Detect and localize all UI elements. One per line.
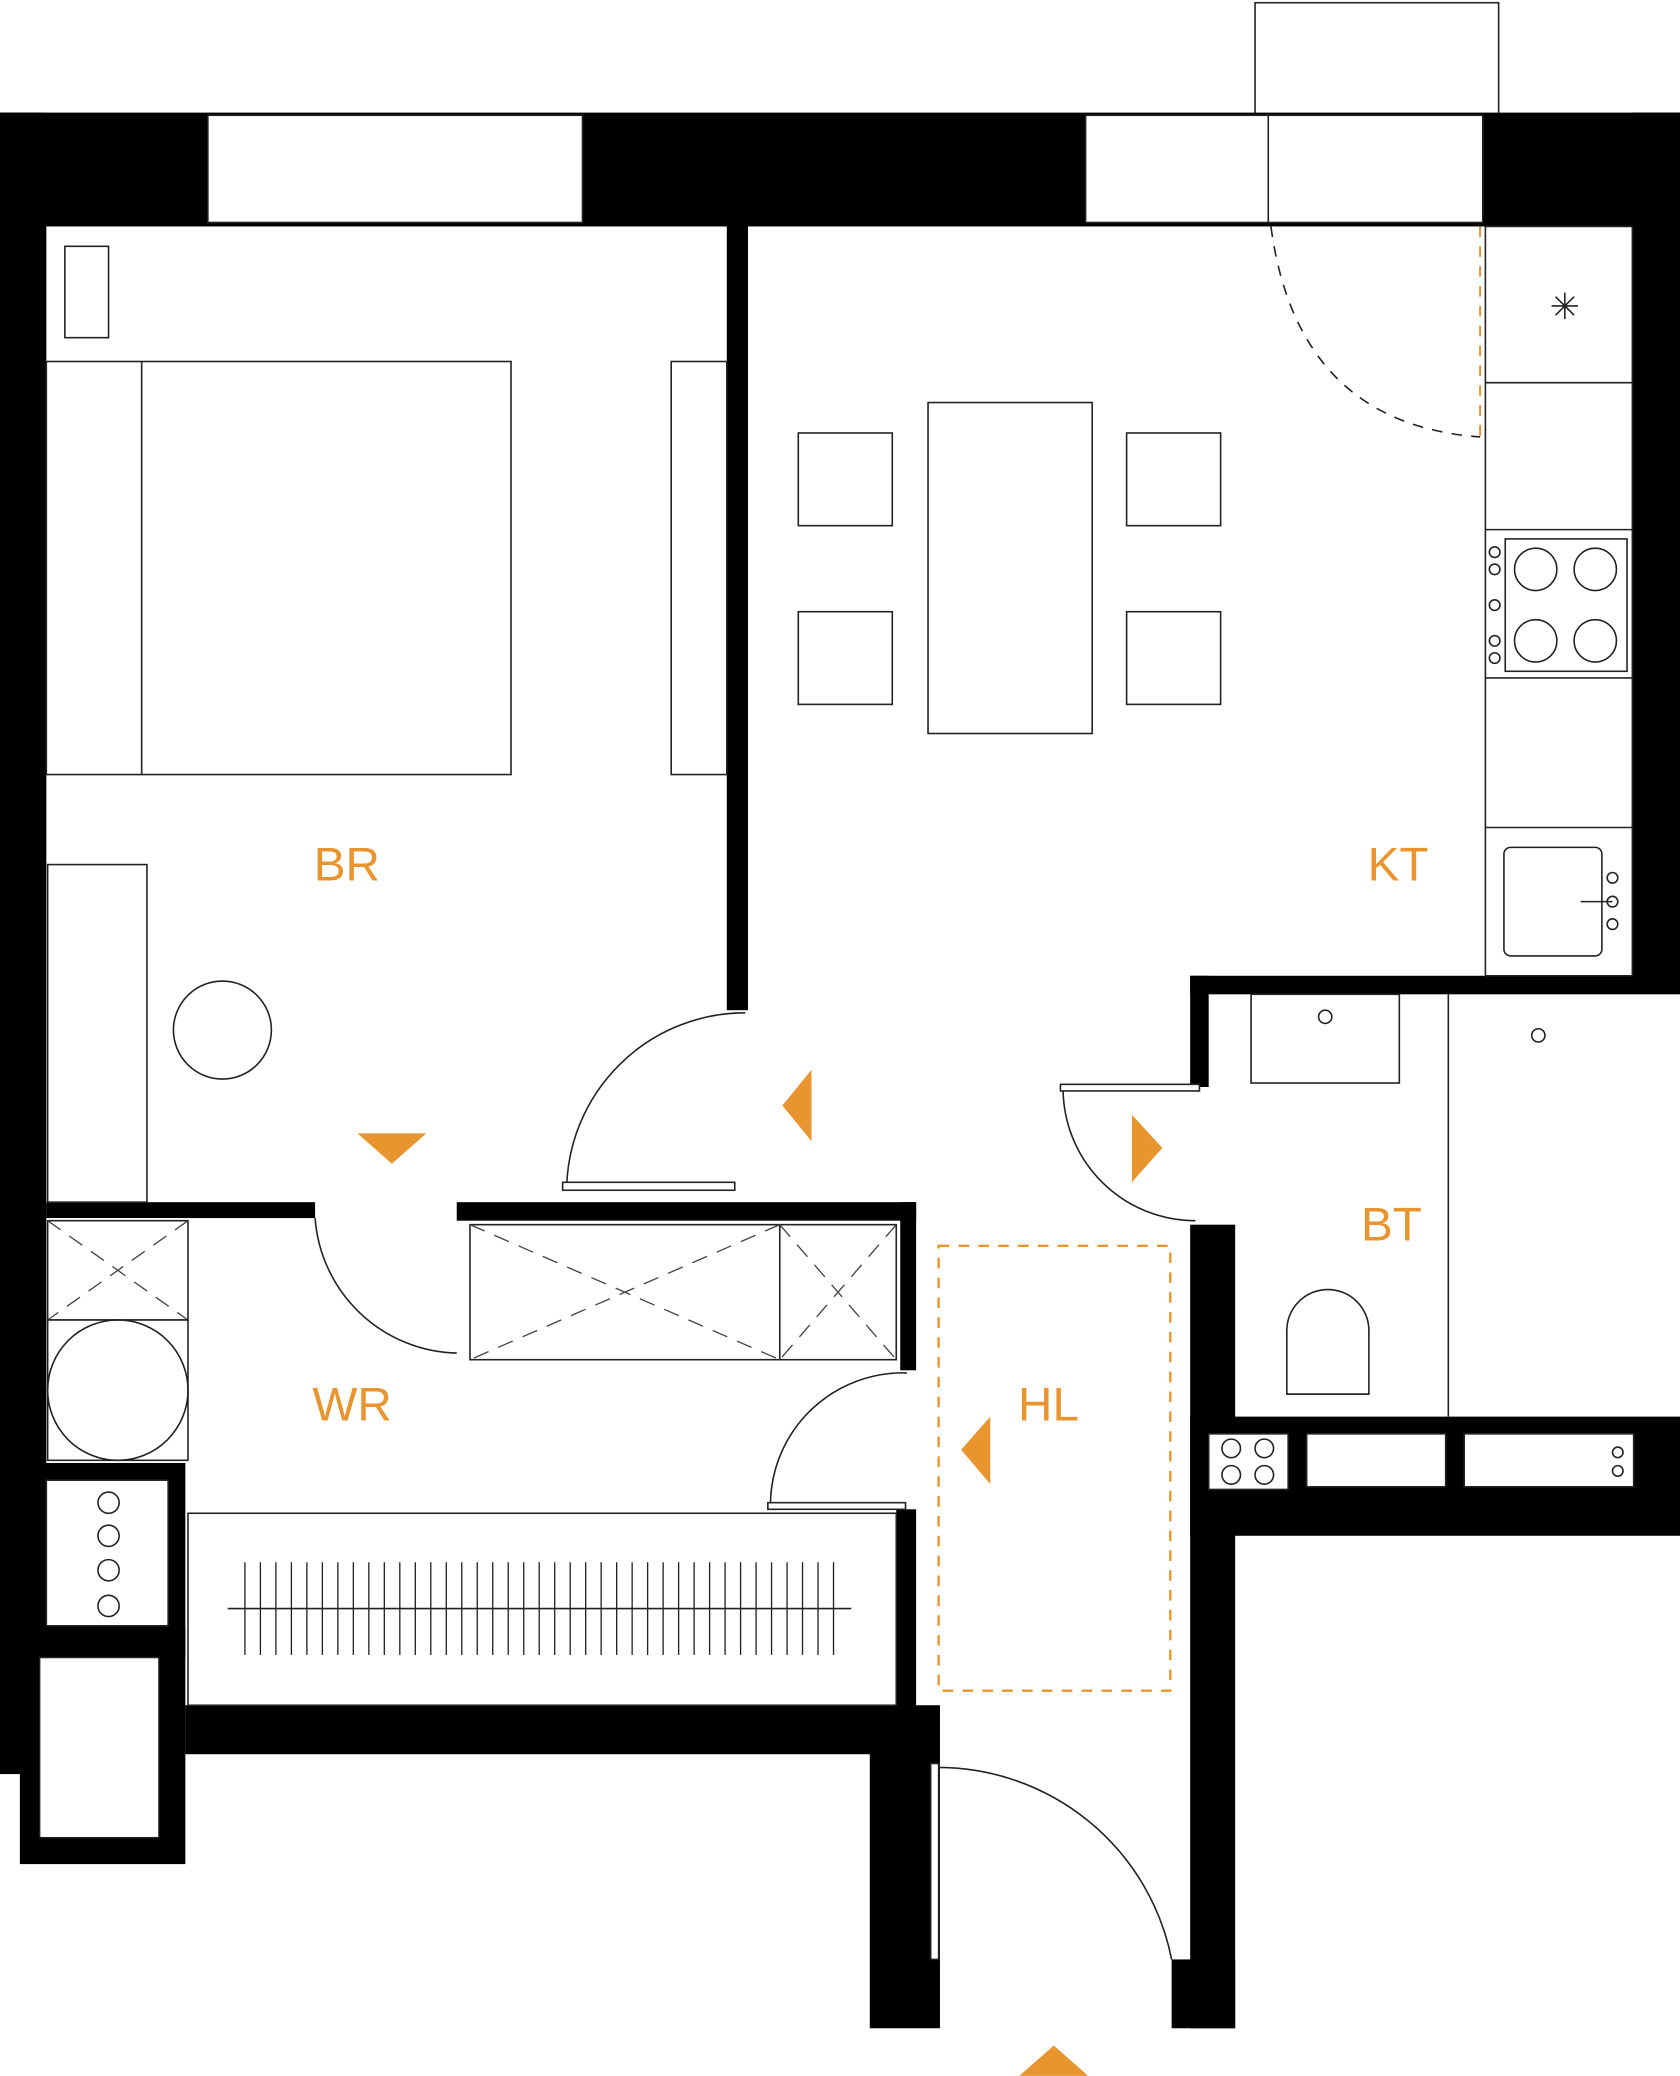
storage-cabinet — [469, 1223, 898, 1361]
balcony-door-swing — [1270, 226, 1481, 438]
bed — [45, 360, 512, 776]
room-label-hall: HL — [1018, 1379, 1079, 1432]
washbasin — [1250, 993, 1401, 1084]
doors — [314, 1012, 1201, 1961]
window-bedroom — [207, 114, 584, 224]
light-icon — [1551, 292, 1579, 320]
shower-drain — [1530, 1027, 1546, 1043]
room-label-bathroom: BT — [1361, 1199, 1422, 1252]
chair — [172, 980, 273, 1080]
nightstand — [64, 245, 110, 339]
boiler — [45, 1479, 169, 1627]
room-label-kitchen: KT — [1368, 838, 1429, 891]
balcony — [1254, 1, 1500, 115]
stove-icon — [1488, 538, 1628, 673]
room-label-wardrobe: WR — [312, 1379, 391, 1432]
window-kitchen — [1084, 114, 1484, 224]
direction-arrows — [357, 1069, 1163, 2076]
room-label-bedroom: BR — [314, 838, 380, 891]
hall-rug — [937, 1244, 1172, 1692]
desk — [46, 863, 148, 1203]
wardrobe-bedroom — [670, 360, 728, 776]
toilet — [1286, 1288, 1370, 1395]
washing-machine — [46, 1319, 189, 1462]
dining-table — [927, 401, 1093, 735]
